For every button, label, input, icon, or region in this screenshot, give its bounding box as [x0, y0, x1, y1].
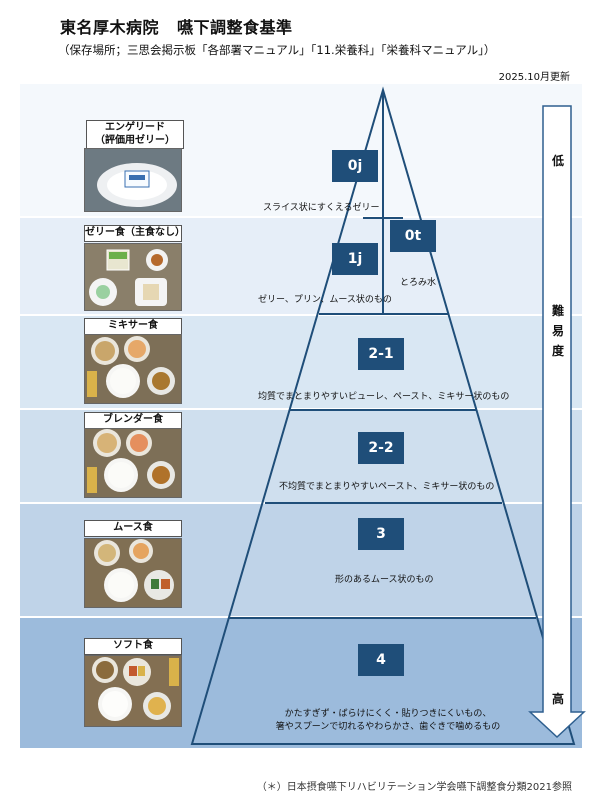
level-0j-box: 0j: [332, 150, 378, 182]
level-1j-box: 1j: [332, 243, 378, 275]
level-4-desc: かたすぎず・ばらけにくく・貼りつきにくいもの、 箸やスプーンで切れるやわらかさ、…: [268, 706, 508, 732]
storage-location: （保存場所；三思会掲示板「各部署マニュアル」「11.栄養科」「栄養科マニュアル」…: [58, 43, 496, 57]
photo-soft: [84, 655, 182, 727]
level-0t-box: 0t: [390, 220, 436, 252]
scale-difficulty-1: 難: [551, 304, 564, 318]
level-2-1-desc: 均質でまとまりやすいピューレ、ペースト、ミキサー状のもの: [258, 392, 510, 402]
level-1j-desc: ゼリー、プリン、ムース状のもの: [258, 295, 392, 305]
level-2-2-desc: 不均質でまとまりやすいペースト、ミキサー状のもの: [279, 482, 495, 492]
footnote: （＊）日本摂食嚥下リハビリテーション学会嚥下調整食分類2021参照: [256, 782, 572, 793]
difficulty-arrow: [528, 105, 586, 739]
pyramid-outline: [190, 86, 576, 745]
food-label-soft: ソフト食: [84, 638, 182, 655]
scale-high: 高: [551, 692, 564, 706]
level-2-2-box: 2-2: [358, 432, 404, 464]
food-label-mousse: ムース食: [84, 520, 182, 537]
food-label-engelied-line1: エンゲリード: [105, 122, 165, 133]
level-4-box: 4: [358, 644, 404, 676]
food-label-jelly: ゼリー食（主食なし）: [84, 225, 185, 242]
level-3-box: 3: [358, 518, 404, 550]
update-date: 2025.10月更新: [498, 72, 570, 83]
food-label-engelied-line2: （評価用ゼリー）: [95, 134, 175, 146]
standard-title: 嚥下調整食基準: [177, 18, 293, 37]
level-2-1-box: 2-1: [358, 338, 404, 370]
level-0j-desc: スライス状にすくえるゼリー: [263, 203, 380, 213]
food-label-blender: ブレンダー食: [84, 412, 182, 429]
food-label-engelied: エンゲリード （評価用ゼリー）: [86, 120, 184, 149]
level-4-desc-line2: 箸やスプーンで切れるやわらかさ、歯ぐきで噛めるもの: [275, 722, 501, 732]
page-title: 東名厚木病院嚥下調整食基準: [60, 14, 293, 38]
scale-difficulty-2: 易: [551, 324, 564, 338]
scale-low: 低: [551, 154, 564, 168]
scale-difficulty-3: 度: [551, 344, 564, 358]
photo-mousse: [84, 538, 182, 608]
photo-mixer: [84, 334, 182, 404]
photo-jelly: [84, 243, 182, 311]
level-0t-desc: とろみ水: [400, 278, 437, 288]
level-3-desc: 形のあるムース状のもの: [335, 575, 434, 585]
level-4-desc-line1: かたすぎず・ばらけにくく・貼りつきにくいもの、: [284, 709, 492, 719]
hospital-name: 東名厚木病院: [60, 18, 160, 37]
photo-engelied: [84, 148, 182, 212]
food-label-mixer: ミキサー食: [84, 318, 182, 335]
photo-blender: [84, 428, 182, 498]
